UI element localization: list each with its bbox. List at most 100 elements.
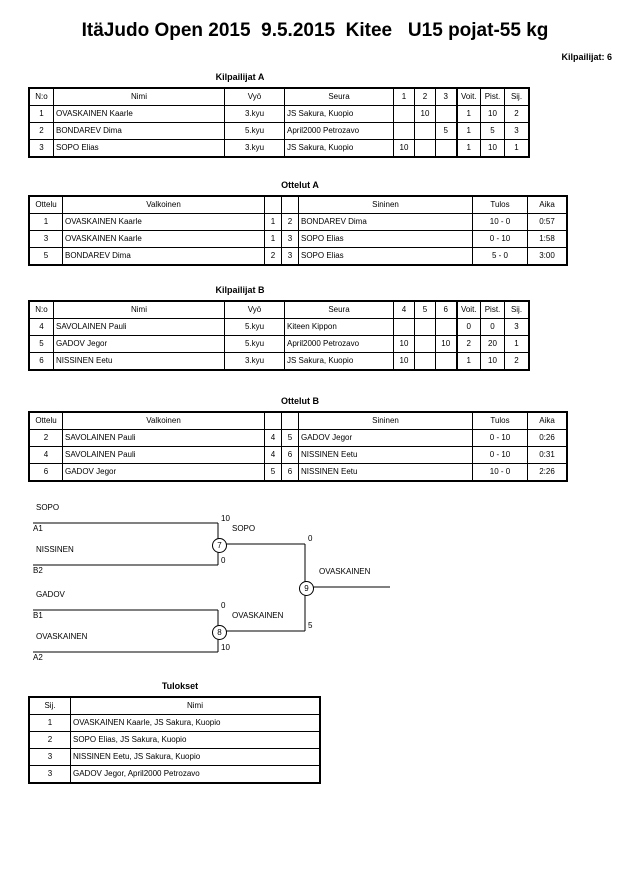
cell-belt: 5.kyu	[224, 335, 285, 353]
col-no: N:o	[29, 88, 54, 106]
table-header-row: Ottelu Valkoinen Sininen Tulos Aika	[29, 196, 567, 214]
col-m1: 4	[393, 301, 415, 319]
cell-club: April2000 Petrozavo	[284, 335, 394, 353]
bracket-sf2-top-seed: B1	[33, 611, 43, 620]
table-row: 3 SOPO Elias 3.kyu JS Sakura, Kuopio 10 …	[29, 139, 529, 157]
cell-points: 20	[480, 335, 505, 353]
table-row: 2 BONDAREV Dima 5.kyu April2000 Petrozav…	[29, 122, 529, 140]
col-result: Tulos	[472, 196, 528, 214]
cell-m2	[414, 335, 436, 353]
cell-place: 3	[29, 765, 71, 783]
col-white-no	[264, 196, 282, 214]
col-m3: 3	[435, 88, 457, 106]
cell-blue: NISSINEN Eetu	[298, 446, 473, 464]
cell-match-no: 2	[29, 429, 63, 447]
table-row: 2 SAVOLAINEN Pauli 4 5 GADOV Jegor 0 - 1…	[29, 429, 567, 447]
table-header-row: Sij. Nimi	[29, 697, 320, 715]
cell-white: SAVOLAINEN Pauli	[62, 429, 265, 447]
table-header-row: Ottelu Valkoinen Sininen Tulos Aika	[29, 412, 567, 430]
cell-belt: 3.kyu	[224, 352, 285, 370]
col-belt: Vyö	[224, 88, 285, 106]
cell-blue: SOPO Elias	[298, 247, 473, 265]
col-points: Pist.	[480, 301, 505, 319]
table-row: 3 NISSINEN Eetu, JS Sakura, Kuopio	[29, 748, 320, 766]
cell-no: 2	[29, 122, 54, 140]
cell-m1: 10	[393, 139, 415, 157]
table-row: 5 GADOV Jegor 5.kyu April2000 Petrozavo …	[29, 335, 529, 353]
bracket-sf2-top-name: GADOV	[36, 590, 65, 599]
cell-points: 0	[480, 318, 505, 336]
bracket-node-8[interactable]: 8	[212, 625, 227, 640]
cell-m2	[414, 318, 436, 336]
col-white: Valkoinen	[62, 196, 265, 214]
page-title: ItäJudo Open 2015 9.5.2015 Kitee U15 poj…	[81, 20, 549, 41]
col-no: N:o	[29, 301, 54, 319]
table-pool-a: N:o Nimi Vyö Seura 1 2 3 Voit. Pist. Sij…	[28, 87, 530, 158]
cell-name: NISSINEN Eetu	[53, 352, 225, 370]
col-club: Seura	[284, 301, 394, 319]
table-row: 1 OVASKAINEN Kaarle 3.kyu JS Sakura, Kuo…	[29, 105, 529, 123]
table-pool-b: N:o Nimi Vyö Seura 4 5 6 Voit. Pist. Sij…	[28, 300, 530, 371]
cell-time: 0:26	[527, 429, 567, 447]
cell-time: 2:26	[527, 463, 567, 481]
table-header-row: N:o Nimi Vyö Seura 1 2 3 Voit. Pist. Sij…	[29, 88, 529, 106]
cell-white: SAVOLAINEN Pauli	[62, 446, 265, 464]
col-wins: Voit.	[455, 88, 481, 106]
cell-result: 0 - 10	[472, 429, 528, 447]
col-match-no: Ottelu	[29, 196, 63, 214]
cell-name: GADOV Jegor	[53, 335, 225, 353]
col-white-no	[264, 412, 282, 430]
cell-m1	[393, 105, 415, 123]
cell-m1	[393, 318, 415, 336]
col-belt: Vyö	[224, 301, 285, 319]
cell-white-no: 5	[264, 463, 282, 481]
cell-time: 0:31	[527, 446, 567, 464]
elimination-bracket: SOPO A1 10 NISSINEN B2 0 7 SOPO GADOV B1…	[0, 495, 430, 680]
col-place: Sij.	[504, 301, 529, 319]
table-row: 3 GADOV Jegor, April2000 Petrozavo	[29, 765, 320, 783]
cell-belt: 3.kyu	[224, 105, 285, 123]
cell-m2	[414, 352, 436, 370]
caption-pool-a: Kilpailijat A	[215, 72, 265, 82]
cell-name: SOPO Elias, JS Sakura, Kuopio	[70, 731, 320, 749]
bracket-sf1-top-name: SOPO	[36, 503, 60, 512]
cell-no: 3	[29, 139, 54, 157]
cell-club: Kiteen Kippon	[284, 318, 394, 336]
cell-blue-no: 6	[281, 446, 299, 464]
col-result: Tulos	[472, 412, 528, 430]
cell-blue-no: 5	[281, 429, 299, 447]
cell-result: 5 - 0	[472, 247, 528, 265]
bracket-final-bottom-score: 5	[308, 621, 313, 630]
cell-white-no: 4	[264, 429, 282, 447]
cell-white-no: 4	[264, 446, 282, 464]
table-matches-a: Ottelu Valkoinen Sininen Tulos Aika 1 OV…	[28, 195, 568, 266]
bracket-node-7[interactable]: 7	[212, 538, 227, 553]
bracket-sf1-top-score: 10	[221, 514, 230, 523]
bracket-lines	[33, 522, 390, 653]
bracket-final-top-score: 0	[308, 534, 313, 543]
cell-name: BONDAREV Dima	[53, 122, 225, 140]
bracket-node-9[interactable]: 9	[299, 581, 314, 596]
cell-place: 1	[504, 335, 529, 353]
cell-place: 1	[504, 139, 529, 157]
caption-pool-b: Kilpailijat B	[215, 285, 265, 295]
cell-result: 0 - 10	[472, 446, 528, 464]
cell-m1	[393, 122, 415, 140]
cell-name: OVASKAINEN Kaarle, JS Sakura, Kuopio	[70, 714, 320, 732]
cell-blue: SOPO Elias	[298, 230, 473, 248]
cell-white: OVASKAINEN Kaarle	[62, 213, 265, 231]
col-blue-no	[281, 412, 299, 430]
cell-belt: 5.kyu	[224, 318, 285, 336]
bracket-sf2-bottom-seed: A2	[33, 653, 43, 662]
col-wins: Voit.	[455, 301, 481, 319]
bracket-sf2-winner: OVASKAINEN	[232, 611, 284, 620]
cell-no: 4	[29, 318, 54, 336]
cell-time: 0:57	[527, 213, 567, 231]
cell-club: JS Sakura, Kuopio	[284, 105, 394, 123]
cell-place: 2	[29, 731, 71, 749]
cell-m3	[435, 318, 457, 336]
cell-place: 3	[504, 122, 529, 140]
bracket-sf1-bottom-seed: B2	[33, 566, 43, 575]
cell-blue: GADOV Jegor	[298, 429, 473, 447]
cell-wins: 1	[455, 352, 481, 370]
